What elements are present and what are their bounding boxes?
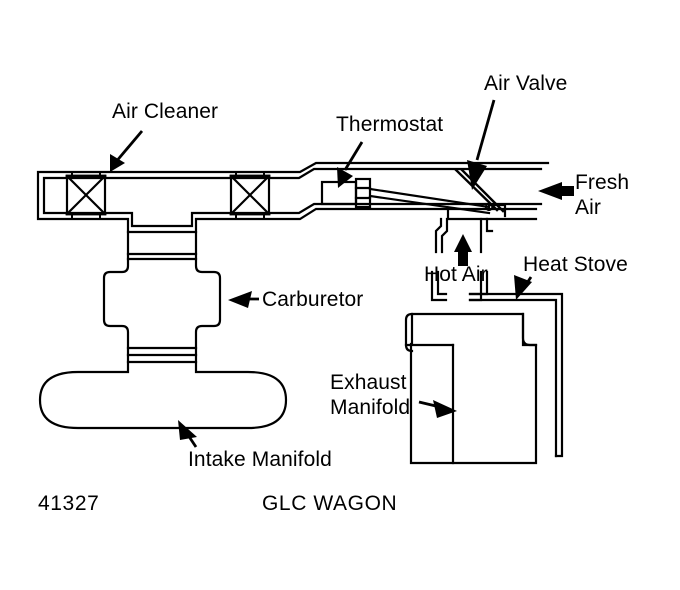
- label-heat-stove: Heat Stove: [523, 253, 628, 276]
- label-carburetor: Carburetor: [262, 288, 364, 311]
- label-exhaust-manifold-line2: Manifold: [330, 396, 411, 419]
- model-name: GLC WAGON: [262, 492, 398, 515]
- label-exhaust-manifold-line1: Exhaust: [330, 371, 407, 394]
- heat-stove-tube: [468, 292, 564, 458]
- air-valve-flap: [454, 168, 507, 218]
- figure-number: 41327: [38, 492, 100, 515]
- label-hot-air: Hot Air: [424, 263, 488, 286]
- exhaust-manifold-body: [404, 312, 538, 465]
- callout-heat-stove: [514, 275, 533, 300]
- air-filter-element-left: [65, 171, 107, 220]
- carburetor-body: [102, 230, 222, 364]
- label-air-cleaner: Air Cleaner: [112, 100, 219, 123]
- label-fresh-air-line2: Air: [575, 196, 601, 219]
- air-filter-element-right: [229, 171, 271, 220]
- fresh-air-flow-arrow: [538, 182, 574, 200]
- callout-air-cleaner: [110, 130, 144, 172]
- label-fresh-air-line1: Fresh: [575, 171, 630, 194]
- callout-exhaust-manifold: [418, 400, 457, 418]
- thermostat-body: [320, 177, 372, 209]
- callout-carburetor: [228, 291, 259, 308]
- label-intake-manifold: Intake Manifold: [188, 448, 332, 471]
- intake-manifold-body: [38, 360, 288, 430]
- callout-intake-manifold: [178, 420, 198, 448]
- label-thermostat: Thermostat: [336, 113, 444, 136]
- hot-air-flow-arrow: [454, 234, 472, 266]
- label-air-valve: Air Valve: [484, 72, 568, 95]
- thermostat-linkage-rod: [368, 187, 491, 215]
- callout-thermostat: [337, 141, 364, 188]
- callout-air-valve: [467, 99, 496, 190]
